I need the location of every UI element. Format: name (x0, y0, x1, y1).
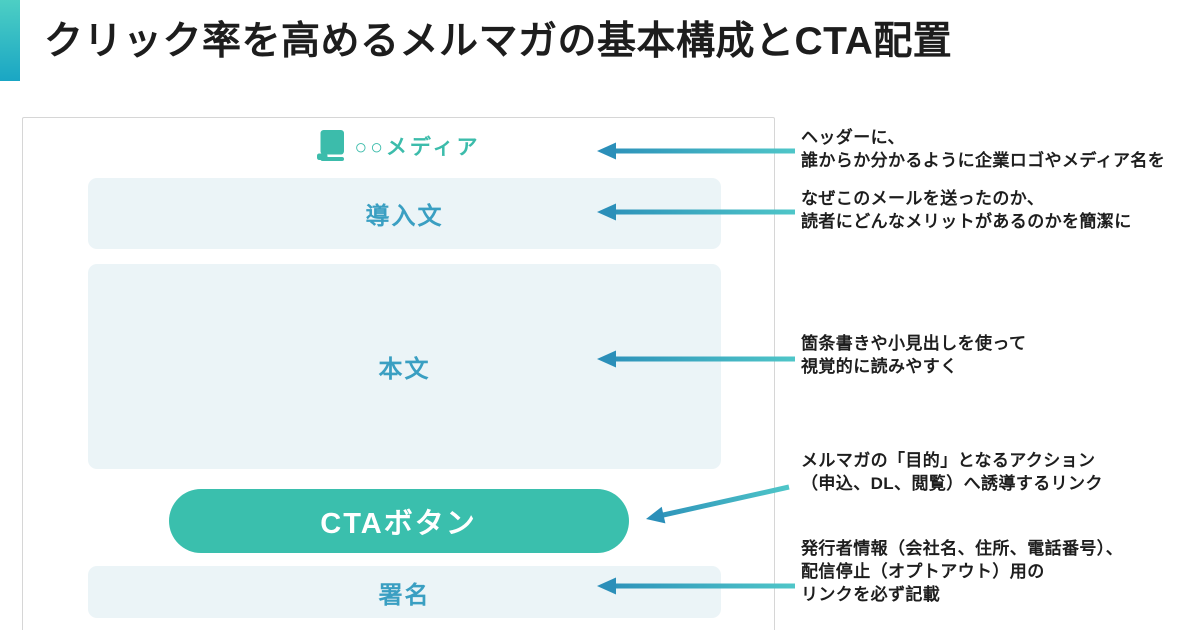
annotation-cta: メルマガの「目的」となるアクション （申込、DL、閲覧）へ誘導するリンク (801, 449, 1196, 495)
annotation-line: 誰からか分かるように企業ロゴやメディア名を (801, 151, 1166, 170)
book-icon (316, 130, 344, 162)
annotation-line: 箇条書きや小見出しを使って (801, 334, 1027, 353)
section-intro: 導入文 (88, 178, 721, 249)
annotation-signature: 発行者情報（会社名、住所、電話番号）、 配信停止（オプトアウト）用の リンクを必… (801, 537, 1196, 606)
section-signature: 署名 (88, 566, 721, 618)
title-accent-bar (0, 0, 20, 81)
cta-button-label: CTAボタン (320, 508, 477, 540)
annotation-line: （申込、DL、閲覧）へ誘導するリンク (801, 474, 1103, 493)
annotation-line: 配信停止（オプトアウト）用の (801, 562, 1045, 581)
cta-button[interactable]: CTAボタン (168, 489, 629, 553)
section-intro-label: 導入文 (365, 203, 444, 230)
section-body-label: 本文 (378, 356, 431, 383)
mail-preview-frame: ○○メディア 導入文 本文 CTAボタン 署名 (22, 117, 775, 630)
annotation-body: 箇条書きや小見出しを使って 視覚的に読みやすく (801, 332, 1196, 378)
annotation-line: 読者にどんなメリットがあるのかを簡潔に (801, 212, 1132, 231)
annotation-line: なぜこのメールを送ったのか、 (801, 189, 1045, 208)
annotation-line: 発行者情報（会社名、住所、電話番号）、 (801, 539, 1124, 558)
mail-header: ○○メディア (23, 127, 774, 165)
media-name-label: ○○メディア (354, 136, 481, 159)
annotation-line: リンクを必ず記載 (801, 585, 941, 604)
annotation-header: ヘッダーに、 誰からか分かるように企業ロゴやメディア名を (801, 126, 1196, 172)
annotation-line: メルマガの「目的」となるアクション (801, 451, 1096, 470)
section-signature-label: 署名 (378, 581, 431, 609)
annotation-line: ヘッダーに、 (801, 128, 905, 147)
page-title: クリック率を高めるメルマガの基本構成とCTA配置 (44, 20, 953, 63)
annotation-intro: なぜこのメールを送ったのか、 読者にどんなメリットがあるのかを簡潔に (801, 187, 1196, 233)
annotation-line: 視覚的に読みやすく (801, 357, 958, 376)
section-body: 本文 (88, 264, 721, 469)
